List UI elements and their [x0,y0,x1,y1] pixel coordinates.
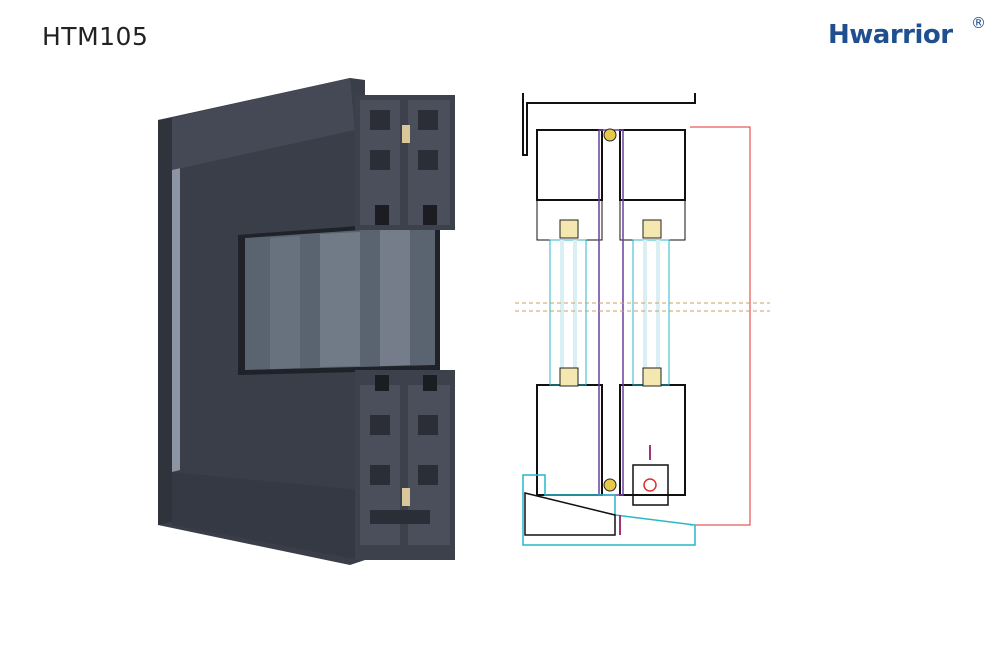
brand-logo-text: Hwarrior [828,20,953,50]
model-title: HTM105 [42,22,149,51]
profile-render-illustration [158,78,455,565]
registered-mark: ® [971,14,986,32]
cross-section-drawing [515,93,770,546]
